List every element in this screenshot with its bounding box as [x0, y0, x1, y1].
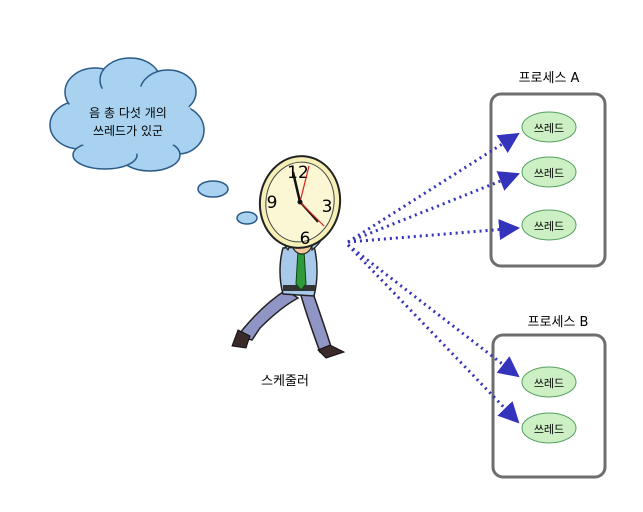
- arrow-to-a-thread-2: [347, 171, 520, 244]
- process-a-thread-1: 쓰레드: [521, 111, 577, 143]
- arrow-to-b-thread-2: [346, 243, 520, 424]
- thread-label: 쓰레드: [534, 377, 564, 390]
- process-a-box: 프로세스 A 쓰레드 쓰레드 쓰레드: [489, 71, 607, 268]
- clock-numeral-6: 6: [300, 229, 311, 249]
- thread-label: 쓰레드: [534, 122, 564, 135]
- thread-label: 쓰레드: [534, 167, 564, 180]
- clock-numeral-12: 12: [287, 163, 309, 183]
- thought-text-line1: 음 총 다섯 개의: [89, 106, 167, 120]
- thought-bubble-large: [197, 180, 229, 198]
- thread-label: 쓰레드: [534, 220, 564, 233]
- process-a-thread-3: 쓰레드: [521, 209, 577, 241]
- process-a-thread-2: 쓰레드: [521, 156, 577, 188]
- dispatch-arrows: [346, 132, 521, 424]
- process-b-box: 프로세스 B 쓰레드 쓰레드: [491, 315, 607, 479]
- clock-numeral-3: 3: [322, 197, 333, 217]
- thought-text-line2: 쓰레드가 있군: [93, 124, 163, 138]
- thought-cloud: 음 총 다섯 개의 쓰레드가 있군: [49, 57, 205, 172]
- process-b-title: 프로세스 B: [528, 315, 589, 330]
- process-b-thread-1: 쓰레드: [521, 366, 577, 398]
- process-a-title: 프로세스 A: [519, 71, 580, 86]
- clock-icon: 12 3 6 9: [258, 155, 342, 249]
- scheduler-label: 스케줄러: [261, 374, 309, 389]
- thread-label: 쓰레드: [534, 423, 564, 436]
- arrow-to-a-thread-3: [347, 219, 521, 244]
- clock-numeral-9: 9: [267, 193, 278, 213]
- process-b-thread-2: 쓰레드: [521, 412, 577, 444]
- thought-bubble-small: [236, 211, 258, 225]
